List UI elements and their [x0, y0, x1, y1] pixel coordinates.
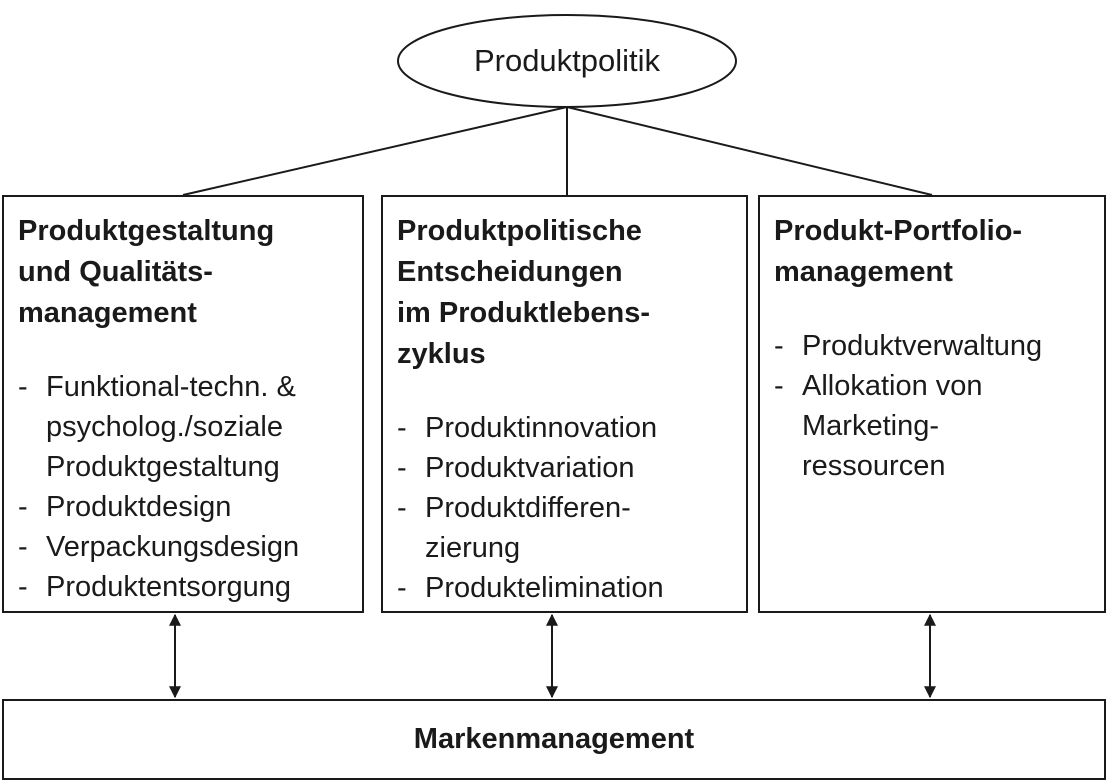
bullet-dash: -: [18, 571, 28, 603]
list-item: -Produktvariation: [397, 448, 746, 488]
root-node-label: Produktpolitik: [473, 43, 661, 78]
list-item: -Produktinnovation: [397, 408, 746, 448]
list-item-text: Produktdifferen- zierung: [425, 492, 631, 564]
bullet-dash: -: [18, 531, 28, 563]
list-item: -Produktdesign: [18, 487, 362, 527]
bullet-dash: -: [774, 330, 784, 362]
bottom-node-markenmanagement: Markenmanagement: [2, 699, 1106, 780]
box-title: Produkt-Portfolio- management: [774, 215, 1023, 288]
list-item-text: Produktentsorgung: [46, 571, 292, 603]
box-portfoliomanagement: Produkt-Portfolio- management -Produktve…: [758, 195, 1106, 613]
list-item: -Produktelimination: [397, 568, 746, 608]
bullet-dash: -: [18, 491, 28, 523]
list-item-text: Verpackungsdesign: [46, 531, 300, 563]
list-item-text: Allokation von Marketing- ressourcen: [802, 370, 983, 482]
list-item-text: Funktional-techn. & psycholog./soziale P…: [46, 371, 296, 483]
list-item-text: Produktinnovation: [425, 412, 658, 444]
bullet-dash: -: [774, 370, 784, 402]
list-item-text: Produktdesign: [46, 491, 232, 523]
list-item-text: Produktelimination: [425, 572, 664, 604]
bullet-dash: -: [397, 492, 407, 524]
list-item: -Allokation von Marketing- ressourcen: [774, 366, 1104, 486]
list-item-text: Produktvariation: [425, 452, 635, 484]
bottom-node-label: Markenmanagement: [413, 723, 695, 755]
connector-line-right: [566, 106, 933, 196]
list-item: -Produktverwaltung: [774, 326, 1104, 366]
list-item: -Funktional-techn. & psycholog./soziale …: [18, 367, 362, 487]
list-item: -Verpackungsdesign: [18, 527, 362, 567]
bullet-dash: -: [397, 412, 407, 444]
list-item: -Produktentsorgung: [18, 567, 362, 607]
box-item-list: -Produktverwaltung -Allokation von Marke…: [774, 326, 1104, 486]
box-item-list: -Produktinnovation -Produktvariation -Pr…: [397, 408, 746, 608]
connector-line-left: [182, 106, 568, 196]
bullet-dash: -: [18, 371, 28, 403]
list-item-text: Produktverwaltung: [802, 330, 1043, 362]
box-title: Produktpolitische Entscheidungen im Prod…: [397, 215, 650, 370]
box-produktlebenszyklus: Produktpolitische Entscheidungen im Prod…: [381, 195, 748, 613]
list-item: -Produktdifferen- zierung: [397, 488, 746, 568]
box-title: Produktgestaltung und Qualitäts- managem…: [18, 215, 275, 329]
box-produktgestaltung: Produktgestaltung und Qualitäts- managem…: [2, 195, 364, 613]
bullet-dash: -: [397, 572, 407, 604]
bullet-dash: -: [397, 452, 407, 484]
box-item-list: -Funktional-techn. & psycholog./soziale …: [18, 367, 362, 607]
